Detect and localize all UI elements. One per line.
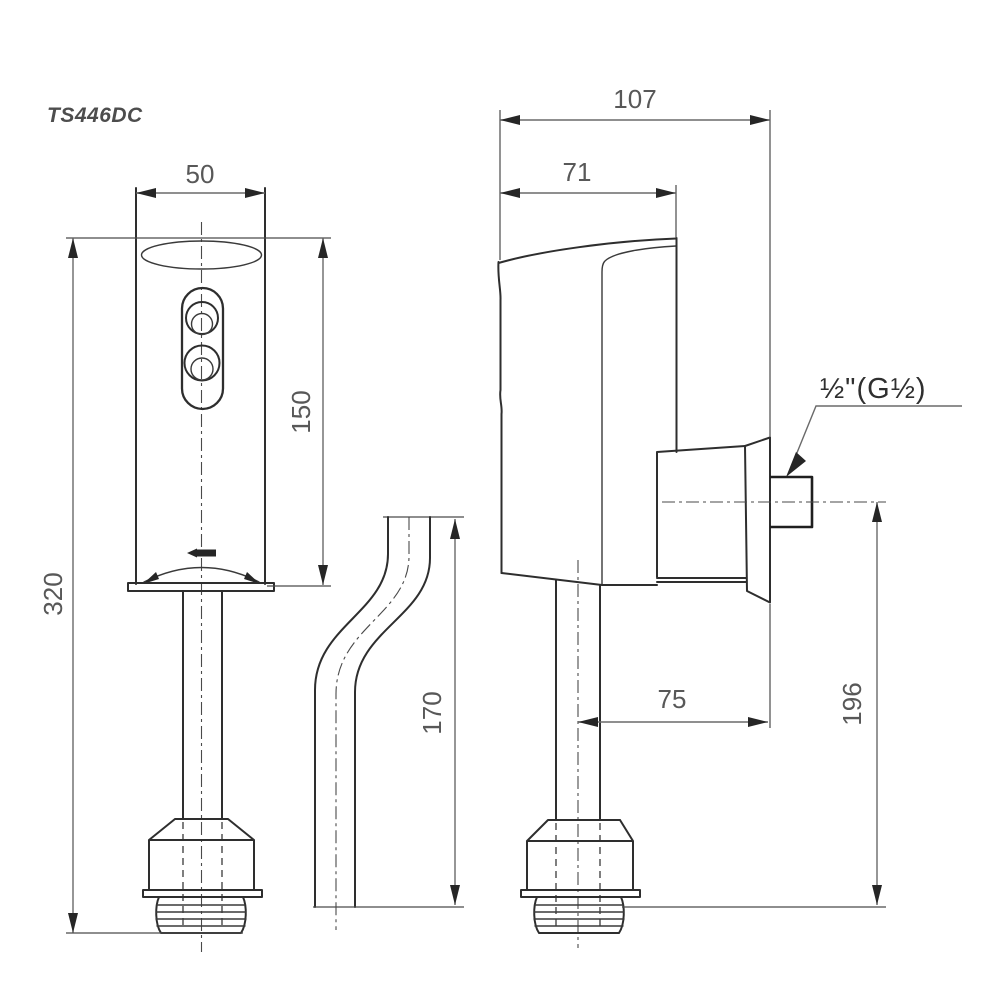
dim-50-arrow-left xyxy=(136,188,156,198)
dim-150-arrow-bottom xyxy=(318,565,328,585)
dim-71-arrow-left xyxy=(500,188,520,198)
spreader-flange xyxy=(142,889,263,898)
side-bottom-edge xyxy=(500,572,658,586)
sensor-upper-inner xyxy=(190,312,214,336)
spreader-thread-ridges xyxy=(155,904,247,927)
dim-150-label: 150 xyxy=(286,390,316,433)
base-plate xyxy=(127,582,275,592)
dim-196-arrow-bottom xyxy=(872,885,882,905)
side-spreader-bell xyxy=(526,819,634,891)
side-cover-seam xyxy=(601,245,677,586)
side-top-edge xyxy=(497,237,678,264)
side-thread-ridges xyxy=(533,904,625,927)
dim-170-arrow-top xyxy=(450,519,460,539)
dim-196-arrow-top xyxy=(872,502,882,522)
side-dimensions: 107 71 75 196 ½"(G½) xyxy=(499,84,962,908)
inlet-flange xyxy=(744,436,771,604)
sensor-panel xyxy=(180,286,225,411)
side-front-edge xyxy=(497,261,503,574)
sensor-lower-inner xyxy=(190,357,214,381)
dim-320-arrow-bottom xyxy=(68,913,78,933)
offset-pipe-centerline xyxy=(335,517,410,930)
dim-107-arrow-right xyxy=(750,115,770,125)
dim-71-arrow-right xyxy=(656,188,676,198)
front-dimensions: 50 320 150 xyxy=(38,159,331,934)
thread-callout-leader xyxy=(789,405,962,471)
dim-320-label: 320 xyxy=(38,572,68,615)
side-spreader-flange xyxy=(520,889,641,898)
side-view xyxy=(497,237,886,948)
dome-arrow-right xyxy=(244,572,260,584)
dim-50-label: 50 xyxy=(186,159,215,189)
offset-pipe-view: 170 xyxy=(313,516,464,930)
dim-196-label: 196 xyxy=(837,682,867,725)
dim-75-arrow-right xyxy=(748,717,768,727)
inlet-block xyxy=(656,445,747,583)
dim-107-label: 107 xyxy=(613,84,656,114)
thread-callout-arrow xyxy=(786,452,806,477)
dim-75-label: 75 xyxy=(658,684,687,714)
side-thread-outline xyxy=(533,896,625,934)
dim-75-arrow-left xyxy=(578,717,598,727)
offset-pipe-outer-right xyxy=(354,516,431,908)
dim-320-arrow-top xyxy=(68,238,78,258)
dim-50-arrow-right xyxy=(245,188,265,198)
top-cap-ellipse xyxy=(140,240,263,270)
model-number-label: TS446DC xyxy=(47,104,143,127)
dim-71-label: 71 xyxy=(563,157,592,187)
offset-pipe-outer-left xyxy=(314,516,389,908)
flow-direction-icon xyxy=(187,548,216,558)
dim-107-arrow-left xyxy=(500,115,520,125)
dim-150-arrow-top xyxy=(318,238,328,258)
dim-170-arrow-bottom xyxy=(450,885,460,905)
dome-arrow-left xyxy=(143,572,159,584)
spreader-bell xyxy=(148,818,255,891)
front-view xyxy=(127,187,275,952)
thread-callout-label: ½"(G½) xyxy=(820,373,927,405)
dim-170-label: 170 xyxy=(417,691,447,734)
